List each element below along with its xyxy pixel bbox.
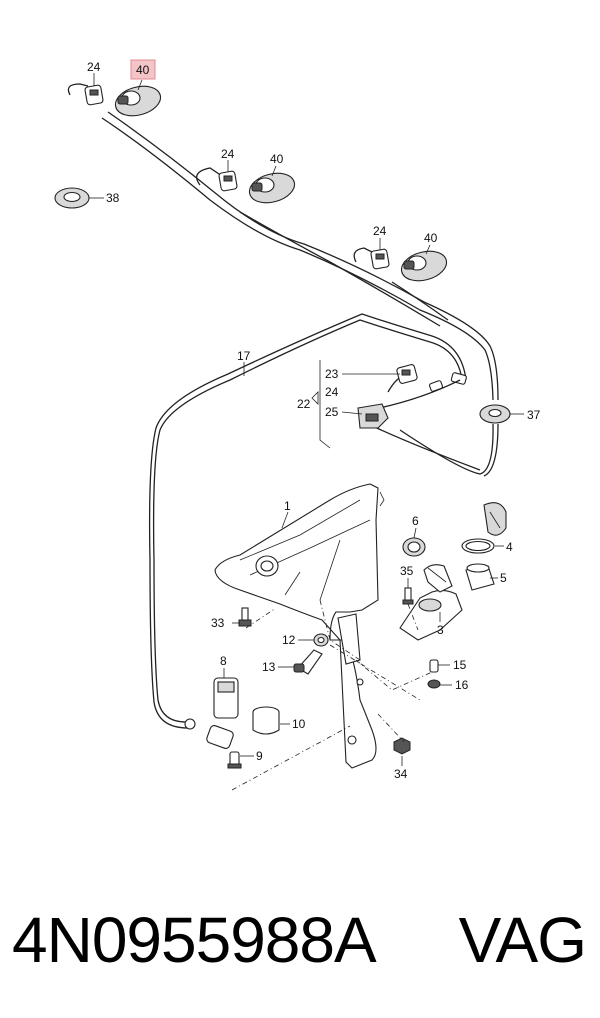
filler-cap-4[interactable] xyxy=(461,502,507,554)
pump-seal-10[interactable] xyxy=(252,706,280,735)
callout-24-b[interactable]: 24 xyxy=(221,147,235,161)
washer-nozzle-40-c[interactable] xyxy=(398,247,450,286)
callout-10[interactable]: 10 xyxy=(292,717,306,731)
callout-1[interactable]: 1 xyxy=(284,499,291,513)
screw-35[interactable] xyxy=(402,587,414,605)
washer-hose-harness xyxy=(67,83,499,477)
callout-15[interactable]: 15 xyxy=(453,658,467,672)
callout-6[interactable]: 6 xyxy=(412,514,419,528)
callout-5[interactable]: 5 xyxy=(500,571,507,585)
callout-3[interactable]: 3 xyxy=(437,623,444,637)
callout-37[interactable]: 37 xyxy=(527,408,541,422)
connector-24-b[interactable] xyxy=(218,170,238,192)
grommet-12[interactable] xyxy=(313,633,329,647)
screw-33[interactable] xyxy=(238,607,252,627)
level-sensor-13[interactable] xyxy=(293,649,323,675)
nut-16[interactable] xyxy=(427,679,441,689)
washer-nozzle-40-a[interactable] xyxy=(112,82,164,121)
callout-40-c[interactable]: 40 xyxy=(424,231,438,245)
connector-joint-24-d[interactable] xyxy=(429,380,443,392)
washer-reservoir-1[interactable] xyxy=(214,483,385,769)
nut-34[interactable] xyxy=(393,737,411,755)
callout-35[interactable]: 35 xyxy=(400,564,414,578)
leader-lines xyxy=(89,73,524,766)
assembly-lines xyxy=(231,599,433,791)
callout-40-b[interactable]: 40 xyxy=(270,152,284,166)
callout-24-c[interactable]: 24 xyxy=(373,224,387,238)
connector-23[interactable] xyxy=(396,364,418,384)
grommet-37[interactable] xyxy=(479,404,511,424)
screw-9[interactable] xyxy=(227,751,242,769)
callout-24-a[interactable]: 24 xyxy=(87,60,101,74)
part-number: 4N0955988A xyxy=(12,904,377,976)
callout-23[interactable]: 23 xyxy=(325,367,339,381)
callout-40-a[interactable]: 40 xyxy=(136,63,150,77)
hose-17 xyxy=(148,313,467,729)
connector-24-a[interactable] xyxy=(84,84,104,106)
highlight-box-40 xyxy=(130,59,156,80)
callout-12[interactable]: 12 xyxy=(282,633,296,647)
callout-16[interactable]: 16 xyxy=(455,678,469,692)
callout-33[interactable]: 33 xyxy=(211,616,225,630)
callout-38[interactable]: 38 xyxy=(106,191,120,205)
callout-4[interactable]: 4 xyxy=(506,540,513,554)
callout-24-d[interactable]: 24 xyxy=(325,385,339,399)
parts-diagram: 24 40 24 40 24 40 38 37 17 23 24 22 25 1… xyxy=(54,59,541,791)
callout-17[interactable]: 17 xyxy=(237,349,251,363)
part-info-bar: 4N0955988A VAG xyxy=(0,890,600,990)
washer-pump-8[interactable] xyxy=(184,677,239,750)
connector-24-c[interactable] xyxy=(370,248,390,270)
filler-neck-3[interactable] xyxy=(399,564,463,641)
callout-22[interactable]: 22 xyxy=(297,397,311,411)
callout-8[interactable]: 8 xyxy=(220,654,227,668)
callout-9[interactable]: 9 xyxy=(256,749,263,763)
filler-adapter-5[interactable] xyxy=(465,563,495,591)
connector-25[interactable] xyxy=(357,403,389,429)
brand-name: VAG xyxy=(458,904,587,976)
callout-13[interactable]: 13 xyxy=(262,660,276,674)
grommet-38[interactable] xyxy=(54,187,90,209)
callout-25[interactable]: 25 xyxy=(325,405,339,419)
seal-6[interactable] xyxy=(402,537,426,557)
callout-34[interactable]: 34 xyxy=(394,767,408,781)
washer-nozzle-40-b[interactable] xyxy=(246,169,298,208)
screw-15[interactable] xyxy=(429,659,439,673)
callouts: 24 40 24 40 24 40 38 37 17 23 24 22 25 1… xyxy=(87,59,541,781)
